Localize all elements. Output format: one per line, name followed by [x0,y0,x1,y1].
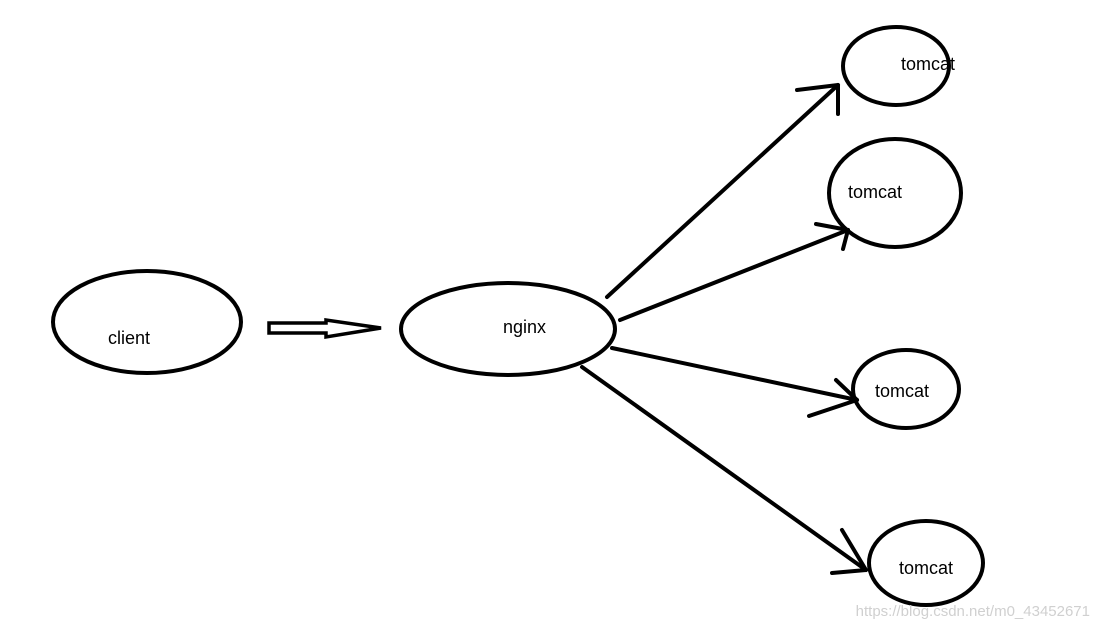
client-to-nginx-arrow [267,317,382,340]
tomcat-3-ellipse [851,348,961,430]
arrow-head [795,83,840,116]
node-tomcat-3: tomcat [851,348,961,430]
tomcat-2-label: tomcat [848,182,902,202]
client-ellipse [51,269,243,375]
nginx-ellipse [399,281,617,377]
nginx-to-tomcat-4-arrow [580,365,868,575]
node-tomcat-2: tomcat [827,137,963,249]
arrow-head [814,222,850,251]
nginx-label: nginx [503,317,546,337]
node-nginx: nginx [399,281,617,377]
nginx-to-tomcat-1-arrow [605,83,840,299]
node-client: client [51,269,243,375]
arrow-head [807,378,859,418]
tomcat-4-ellipse [867,519,985,607]
nginx-to-tomcat-2-arrow [618,222,850,322]
client-label: client [108,328,150,348]
arrow-head [830,528,868,575]
node-tomcat-4: tomcat [867,519,985,607]
tomcat-1-label: tomcat [901,54,955,74]
arrow-shaft [610,346,859,402]
arrow-shaft [618,228,850,322]
tomcat-3-label: tomcat [875,381,929,401]
arrow-shaft [605,83,840,299]
nginx-to-tomcat-3-arrow [610,346,859,418]
watermark-text: https://blog.csdn.net/m0_43452671 [856,603,1090,620]
arrow-shaft [580,365,868,572]
tomcat-2-ellipse [827,137,963,249]
node-tomcat-1: tomcat [841,25,955,107]
tomcat-4-label: tomcat [899,558,953,578]
tomcat-1-ellipse [841,25,951,107]
